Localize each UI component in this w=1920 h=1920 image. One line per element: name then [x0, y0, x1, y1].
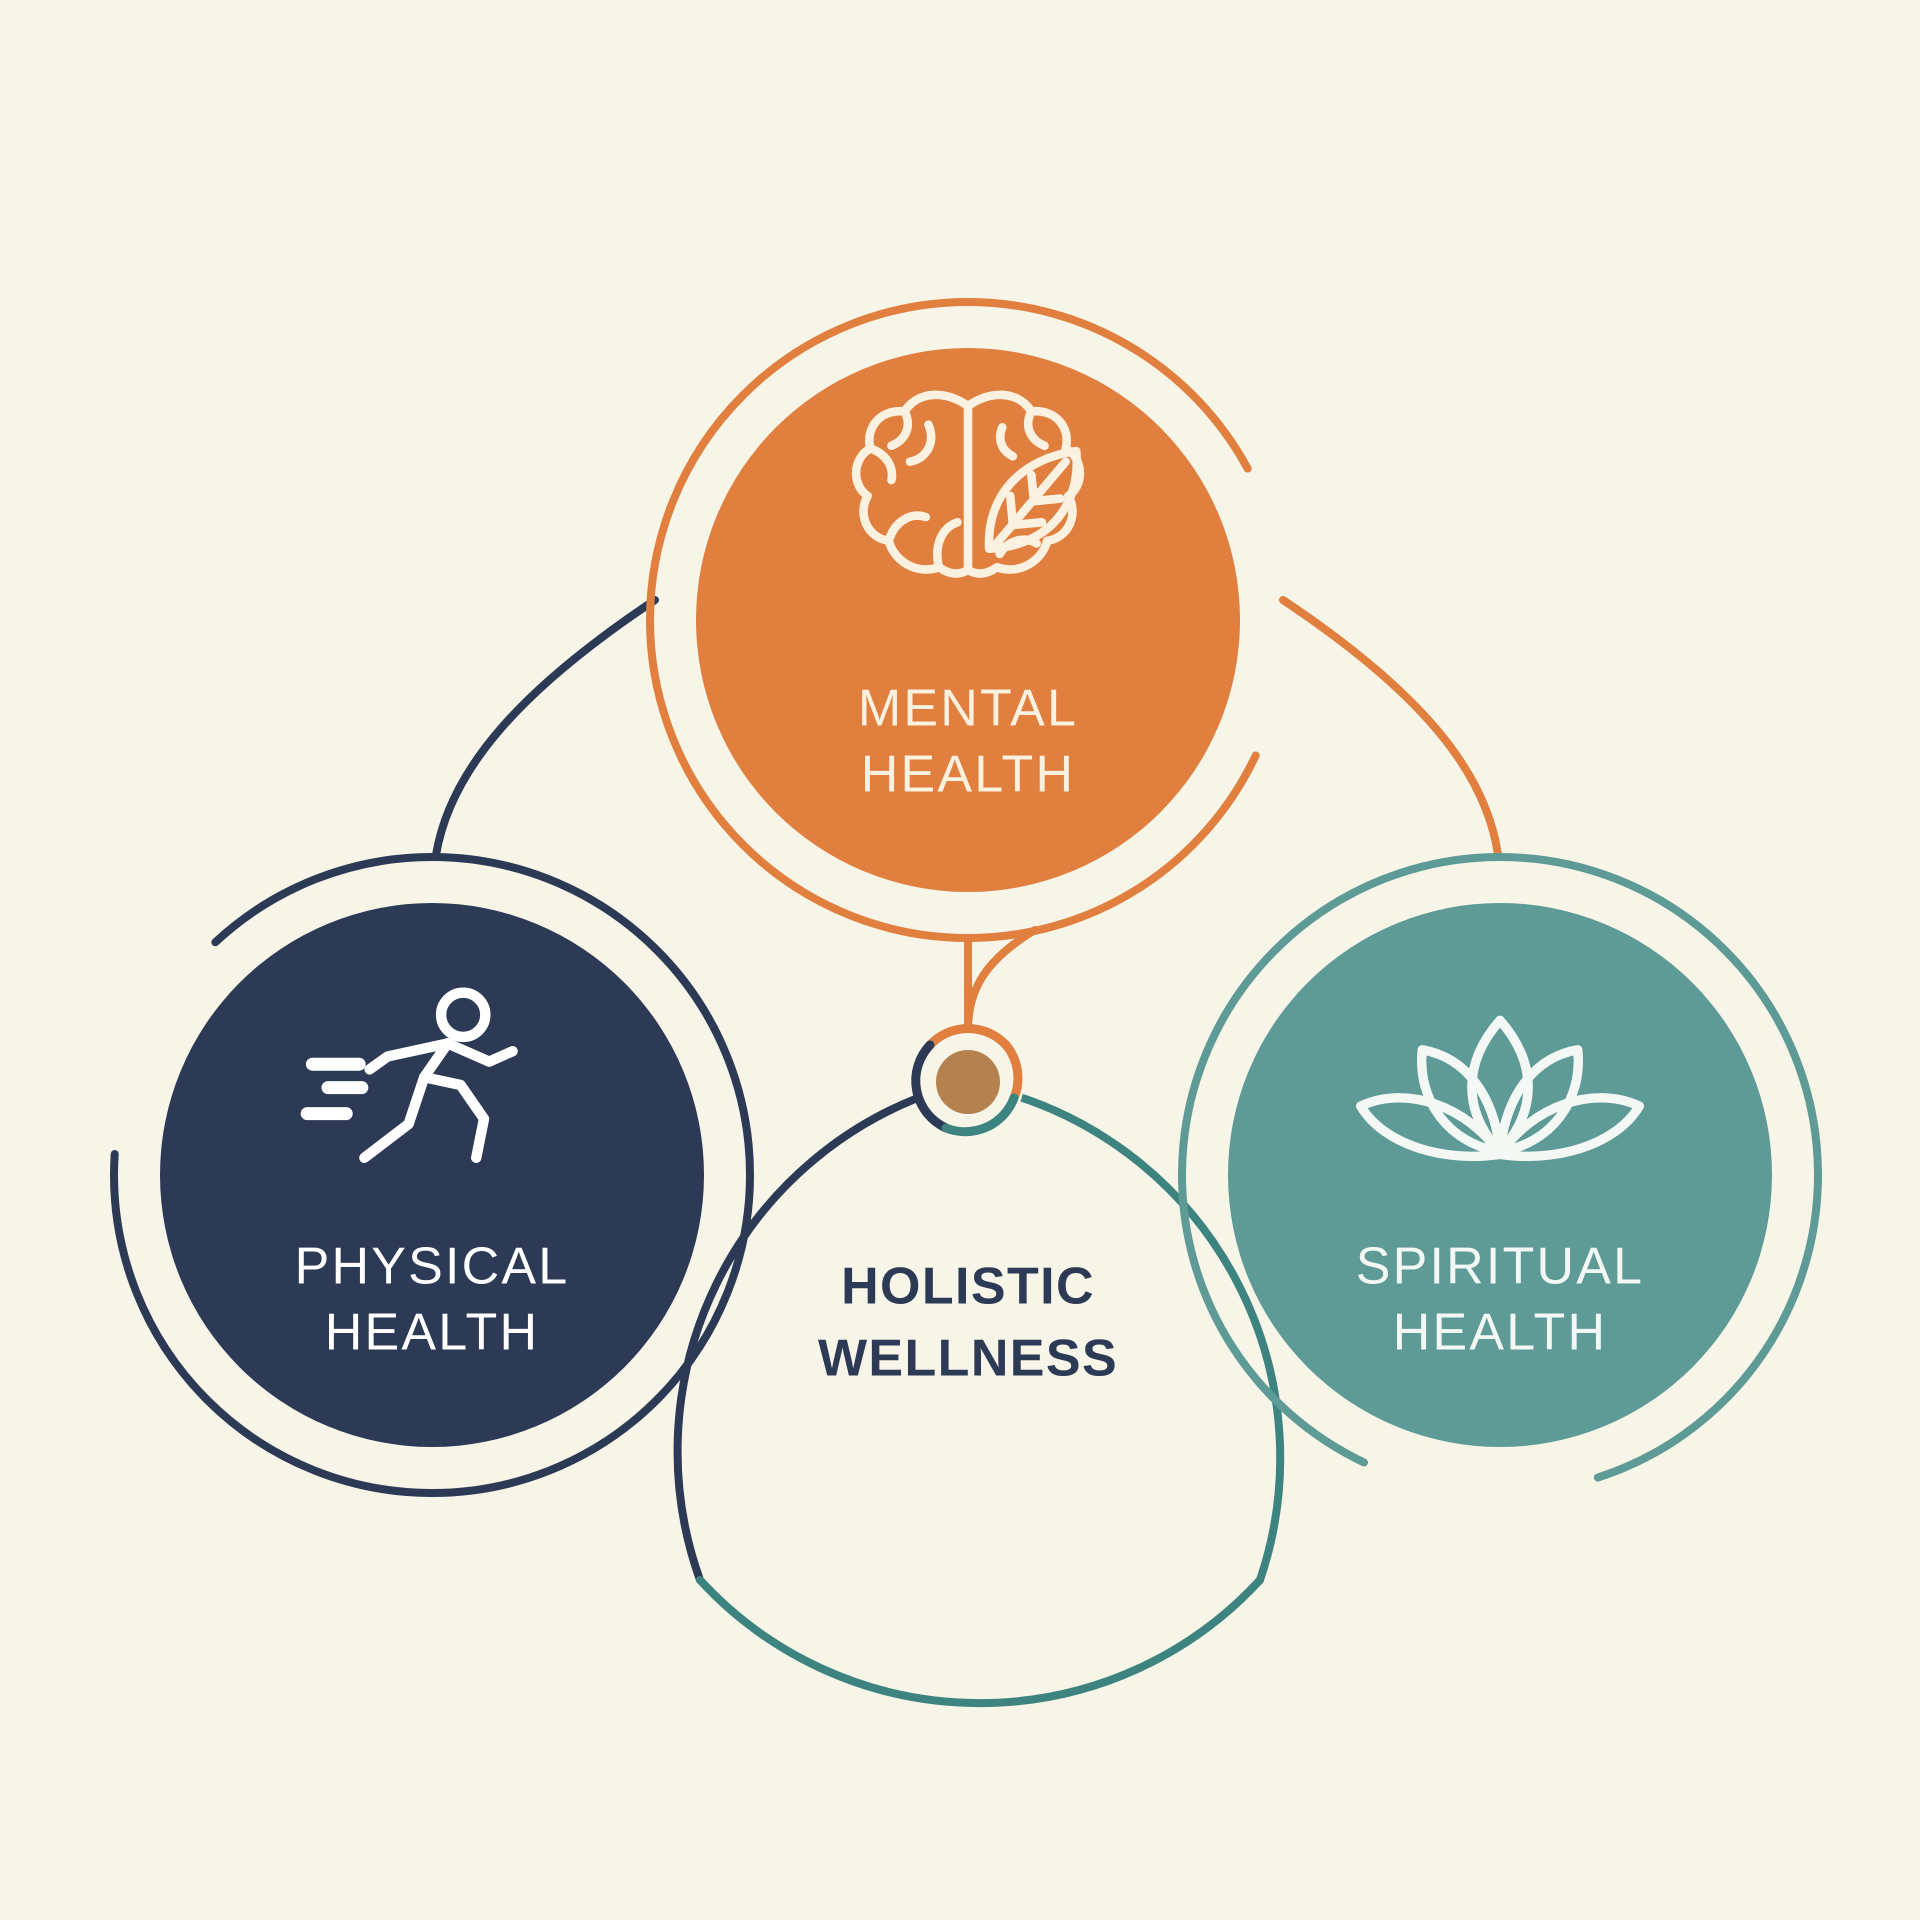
node-spiritual-health[interactable]: SPIRITUAL HEALTH	[1178, 853, 1822, 1497]
connector-mental-to-physical	[432, 596, 659, 859]
center-label-line1: HOLISTIC	[841, 1258, 1095, 1316]
mental-label-line1: MENTAL	[858, 680, 1078, 738]
physical-disc[interactable]	[160, 903, 704, 1447]
hub-ring-teal	[941, 1093, 1019, 1137]
connector-hub[interactable]	[911, 1024, 1024, 1138]
spiritual-disc[interactable]	[1228, 903, 1772, 1447]
node-mental-health[interactable]: MENTAL HEALTH	[646, 298, 1290, 942]
hub-ring-orange	[925, 1024, 1023, 1103]
physical-outer-ring	[110, 853, 754, 1497]
connector-center-left-arc	[673, 1086, 944, 1584]
spiritual-label-line1: SPIRITUAL	[1356, 1238, 1645, 1296]
connector-center-bottom-arc	[696, 1576, 1264, 1708]
physical-label-line2: HEALTH	[325, 1304, 540, 1362]
spiritual-label-line2: HEALTH	[1393, 1304, 1608, 1362]
center-label-group: HOLISTIC WELLNESS	[818, 1258, 1118, 1388]
center-circle-group	[673, 1086, 1285, 1708]
connector-center-right-arc	[992, 1086, 1285, 1584]
mental-disc[interactable]	[696, 348, 1240, 892]
node-physical-health[interactable]: PHYSICAL HEALTH	[110, 853, 754, 1497]
brain-leaf-icon	[851, 390, 1085, 578]
hub-center-dot[interactable]	[936, 1050, 1000, 1114]
mental-outer-ring	[646, 298, 1290, 942]
lotus-flower-icon	[1355, 1015, 1645, 1162]
running-person-icon	[300, 987, 518, 1163]
physical-label-line1: PHYSICAL	[295, 1238, 570, 1296]
mental-label-line2: HEALTH	[861, 746, 1076, 804]
hub-ring-navy	[911, 1040, 951, 1133]
connector-hub-stem-curve	[964, 926, 1039, 1034]
connector-mental-to-spiritual	[1279, 596, 1502, 859]
center-label-line2: WELLNESS	[818, 1330, 1118, 1388]
spiritual-outer-ring	[1178, 853, 1822, 1497]
